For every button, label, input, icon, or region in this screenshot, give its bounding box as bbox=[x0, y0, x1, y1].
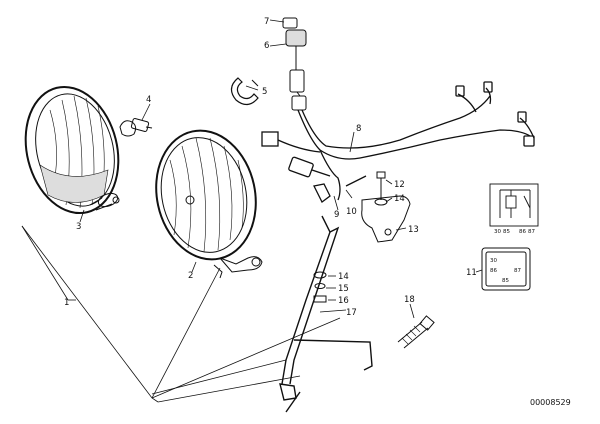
lamp-support-bar bbox=[279, 215, 373, 413]
relay-pin-30: 30 bbox=[490, 258, 497, 264]
switch-assembly bbox=[282, 17, 307, 111]
callout-14-upper: 14 bbox=[394, 194, 405, 204]
callout-15: 15 bbox=[338, 284, 349, 294]
callout-7: 7 bbox=[264, 17, 269, 27]
bracket-screw bbox=[374, 171, 388, 206]
relay-body bbox=[481, 247, 531, 291]
callout-17: 17 bbox=[346, 308, 357, 318]
cable-clip bbox=[230, 77, 259, 106]
callout-3: 3 bbox=[76, 222, 81, 232]
callout-12: 12 bbox=[394, 180, 405, 190]
callout-16: 16 bbox=[338, 296, 349, 306]
relay-schematic bbox=[489, 183, 539, 227]
callout-6: 6 bbox=[264, 41, 269, 51]
diagram-code: 00008529 bbox=[530, 398, 571, 407]
relay-schematic-pin-86: 86 bbox=[519, 229, 526, 235]
callout-labels: 1 2 3 4 5 6 7 8 9 10 11 12 13 14 14 15 1… bbox=[64, 17, 571, 407]
callout-14-lower: 14 bbox=[338, 272, 349, 282]
callout-1: 1 bbox=[64, 298, 69, 308]
callout-9: 9 bbox=[334, 210, 339, 220]
leader-lines bbox=[21, 19, 483, 403]
fog-lamp-right bbox=[155, 129, 263, 279]
relay-schematic-pin-30: 30 bbox=[494, 229, 501, 235]
relay-pin-86: 86 bbox=[490, 268, 497, 274]
callout-18: 18 bbox=[404, 295, 415, 305]
mounting-bracket bbox=[361, 195, 411, 243]
fastener-stack bbox=[313, 271, 327, 303]
relay-schematic-pin-85: 85 bbox=[503, 229, 510, 235]
callout-13: 13 bbox=[408, 225, 419, 235]
callout-5: 5 bbox=[262, 87, 267, 97]
fog-lamp-left bbox=[24, 85, 120, 215]
callout-10: 10 bbox=[346, 207, 357, 217]
wiring-harness bbox=[261, 81, 535, 203]
relay-pin-87: 87 bbox=[514, 268, 521, 274]
callout-11: 11 bbox=[466, 268, 477, 278]
callout-8: 8 bbox=[356, 124, 361, 134]
callout-4: 4 bbox=[146, 95, 151, 105]
relay-pin-85: 85 bbox=[502, 278, 509, 284]
relay-schematic-pin-87: 87 bbox=[528, 229, 535, 235]
callout-2: 2 bbox=[188, 271, 193, 281]
bulb-assembly bbox=[119, 118, 153, 137]
mounting-bolt bbox=[397, 315, 435, 349]
